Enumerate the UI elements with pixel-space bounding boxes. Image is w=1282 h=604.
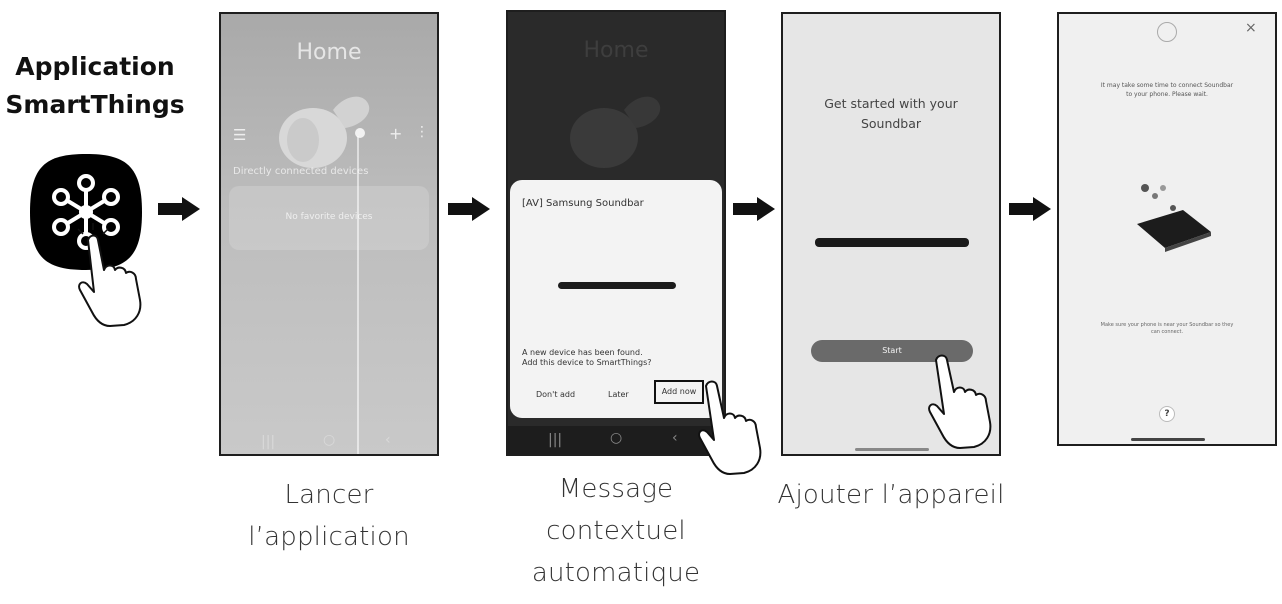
dont-add-button[interactable]: Don't add bbox=[536, 390, 576, 399]
more-icon[interactable]: ⋮ bbox=[415, 124, 429, 140]
caption-line: Ajouter l’appareil bbox=[777, 480, 1005, 510]
caption-line: contextuel bbox=[546, 516, 686, 546]
caption-line: l’application bbox=[248, 522, 410, 552]
home-title-dimmed: Home bbox=[583, 38, 649, 63]
caption-line: Message bbox=[558, 474, 674, 504]
phone-connecting-illustration bbox=[1137, 184, 1211, 252]
add-now-button[interactable]: Add now bbox=[654, 380, 704, 404]
later-button[interactable]: Later bbox=[608, 390, 629, 399]
get-started-title-line-1: Get started with your bbox=[824, 96, 958, 111]
nav-recent-button[interactable]: ||| bbox=[548, 432, 563, 448]
smartthings-hub-icon bbox=[30, 154, 142, 327]
screen-get-started: Get started with your Soundbar Start bbox=[781, 12, 1001, 456]
arrow-right-icon bbox=[158, 197, 200, 221]
get-started-title-line-2: Soundbar bbox=[860, 116, 922, 131]
soundbar-image bbox=[815, 238, 969, 247]
nav-bar bbox=[508, 426, 724, 454]
arrow-right-icon bbox=[448, 197, 490, 221]
dialog-message-line-2: Add this device to SmartThings? bbox=[522, 358, 652, 367]
status-icon bbox=[1157, 22, 1177, 42]
section-header[interactable]: Directly connected devices bbox=[233, 166, 369, 177]
page-dot bbox=[355, 128, 365, 138]
divider-line bbox=[357, 136, 359, 454]
dialog-message-line-1: A new device has been found. bbox=[522, 348, 643, 357]
home-title: Home bbox=[296, 40, 362, 65]
close-icon[interactable]: × bbox=[1245, 20, 1257, 36]
menu-icon[interactable]: ☰ bbox=[233, 126, 247, 144]
home-indicator bbox=[1131, 438, 1205, 441]
nav-home-button[interactable]: ○ bbox=[323, 432, 336, 448]
proximity-hint-line-2: can connect. bbox=[1150, 329, 1184, 335]
caption-auto-popup: Message contextuel automatique bbox=[516, 468, 716, 594]
arrow-right-icon bbox=[733, 197, 775, 221]
tap-hand-icon bbox=[78, 234, 142, 327]
start-button[interactable]: Start bbox=[811, 340, 973, 362]
dialog-title: [AV] Samsung Soundbar bbox=[522, 198, 644, 209]
help-button[interactable]: ? bbox=[1159, 406, 1175, 422]
screen-connecting: × It may take some time to connect Sound… bbox=[1057, 12, 1277, 446]
caption-line: automatique bbox=[531, 558, 701, 588]
favorites-empty-text: No favorite devices bbox=[285, 212, 373, 222]
tap-hand-icon bbox=[698, 380, 762, 475]
screen-popup: Home [AV] Samsung Soundbar A new device … bbox=[506, 10, 726, 456]
caption-line: Lancer bbox=[284, 480, 374, 510]
connecting-message-line-1: It may take some time to connect Soundba… bbox=[1100, 82, 1234, 89]
plus-icon[interactable]: + bbox=[389, 124, 403, 143]
nav-home-button[interactable]: ○ bbox=[610, 430, 623, 446]
connecting-message-line-2: to your phone. Please wait. bbox=[1126, 91, 1208, 98]
speaker-illustration-dimmed bbox=[570, 96, 661, 168]
tap-hand-icon bbox=[928, 354, 992, 449]
app-title-line-1: Application bbox=[15, 52, 175, 81]
nav-back-button[interactable]: ‹ bbox=[672, 430, 678, 446]
smartthings-app-icon[interactable] bbox=[26, 152, 154, 327]
screen-home: Home ☰ + ⋮ Directly connected devices No… bbox=[219, 12, 439, 456]
soundbar-image bbox=[558, 282, 676, 289]
favorites-card: No favorite devices bbox=[229, 186, 429, 250]
new-device-dialog: [AV] Samsung Soundbar A new device has b… bbox=[510, 180, 722, 418]
nav-recent-button[interactable]: ||| bbox=[261, 434, 276, 450]
proximity-hint-line-1: Make sure your phone is near your Soundb… bbox=[1100, 322, 1234, 328]
app-title: Application SmartThings bbox=[0, 48, 190, 124]
app-title-line-2: SmartThings bbox=[5, 90, 185, 119]
home-indicator bbox=[855, 448, 929, 451]
nav-back-button[interactable]: ‹ bbox=[385, 432, 391, 448]
speaker-illustration bbox=[279, 96, 370, 168]
arrow-right-icon bbox=[1009, 197, 1051, 221]
caption-add-device: Ajouter l’appareil bbox=[770, 474, 1012, 516]
caption-launch-app: Lancer l’application bbox=[229, 474, 429, 558]
